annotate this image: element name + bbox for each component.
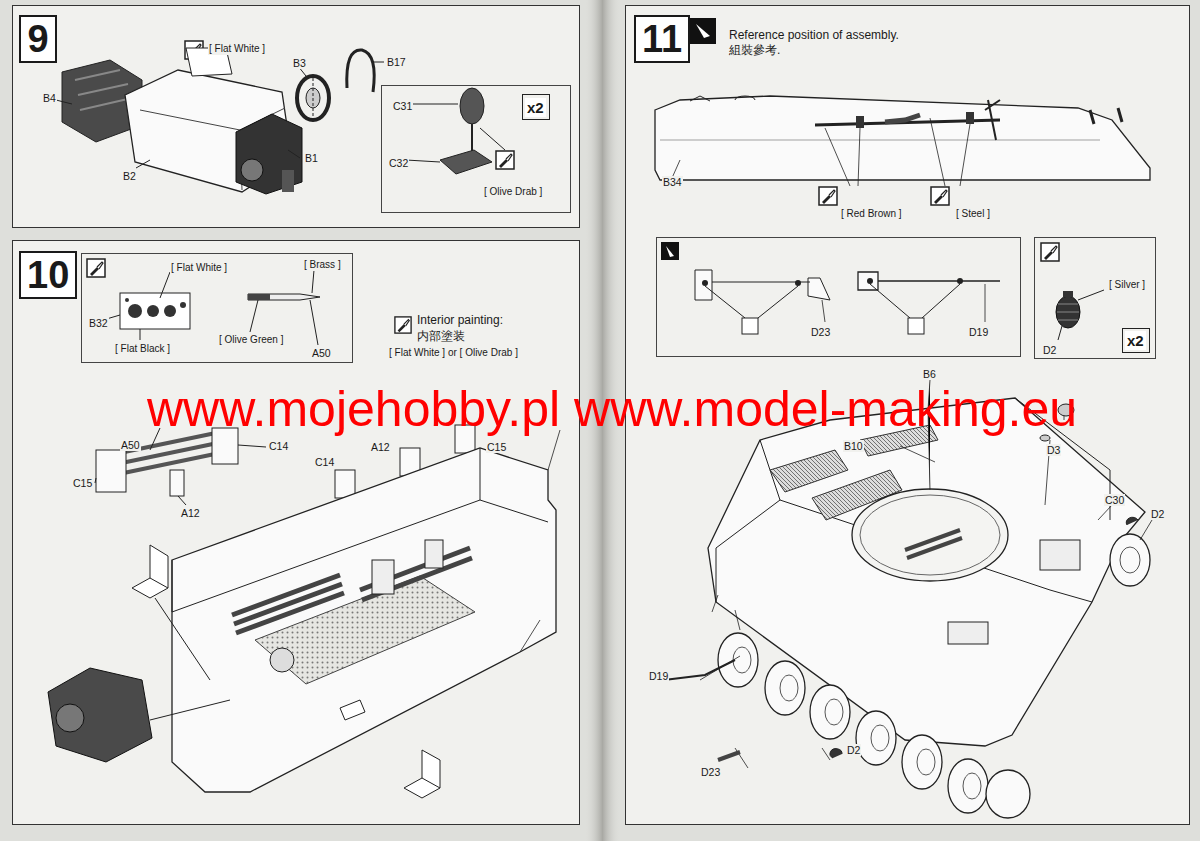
step-panel: 10 [ Flat White ] [ Brass ] B32 [ Flat Black… [12, 240, 580, 825]
part-number: B4 [42, 92, 57, 104]
part-number: D2 [1150, 508, 1165, 520]
step-number: 10 [19, 251, 77, 299]
part-number: C15 [72, 477, 93, 489]
part-number: B34 [662, 176, 683, 188]
part-number: A12 [180, 507, 201, 519]
part-number: C14 [268, 440, 289, 452]
paint-note: [ Steel ] [955, 208, 991, 220]
paint-note: [ Brass ] [303, 259, 342, 271]
part-number: D23 [810, 326, 831, 338]
paint-inset: [ Flat White ] [ Brass ] B32 [ Flat Black ]… [81, 253, 353, 363]
part-number: C31 [392, 100, 413, 112]
detail-inset: [ Silver ] D2 x2 [1034, 237, 1156, 359]
detail-inset: C31C32 [ Olive Drab ] x2 [381, 85, 571, 213]
step-title: Reference position of assembly. [728, 28, 900, 42]
part-number: C14 [314, 456, 335, 468]
part-number: A12 [370, 441, 391, 453]
paint-note: [ Olive Drab ] [483, 186, 543, 198]
part-number: B2 [122, 170, 137, 182]
part-number: A50 [311, 347, 332, 359]
paint-note: [ Red Brown ] [840, 208, 903, 220]
watermark: www.mojehobby.pl www.model-making.eu [147, 381, 1077, 437]
part-number: C32 [388, 157, 409, 169]
paint-note: [ Flat White ] [170, 262, 228, 274]
part-number: B1 [304, 152, 319, 164]
part-number: A50 [120, 439, 141, 451]
paint-note: [ Flat White ] [208, 43, 266, 55]
part-number: D3 [1046, 444, 1061, 456]
quantity-box: x2 [522, 94, 550, 120]
part-number: C15 [486, 441, 507, 453]
step-number: 9 [19, 15, 57, 63]
step-number: 11 [634, 15, 690, 63]
paint-note: [ Flat Black ] [114, 343, 171, 355]
quantity-box: x2 [1122, 328, 1150, 353]
step-panel: 9C31C32 [ Olive Drab ] x2 [12, 5, 580, 228]
paint-note: [ Olive Green ] [218, 334, 284, 346]
part-number: B17 [386, 56, 407, 68]
quantity: x2 [525, 98, 546, 117]
part-number: B10 [843, 440, 864, 452]
part-number: B3 [292, 57, 307, 69]
part-number: C30 [1104, 494, 1125, 506]
part-number: D19 [968, 326, 989, 338]
tool-inset: D23 D19 [656, 237, 1021, 357]
paint-note: 内部塗装 [416, 329, 466, 343]
part-number: D23 [700, 766, 721, 778]
part-number: B6 [922, 368, 937, 380]
part-number: D2 [846, 744, 861, 756]
quantity: x2 [1125, 331, 1146, 350]
paint-note: [ Silver ] [1108, 279, 1146, 291]
part-number: B32 [88, 317, 109, 329]
paint-note: [ Flat White ] or [ Olive Drab ] [388, 347, 519, 359]
paint-note: Interior painting: [416, 313, 504, 327]
part-number: D19 [648, 670, 669, 682]
step-title: 組裝參考. [728, 43, 781, 57]
part-number: D2 [1042, 344, 1057, 356]
